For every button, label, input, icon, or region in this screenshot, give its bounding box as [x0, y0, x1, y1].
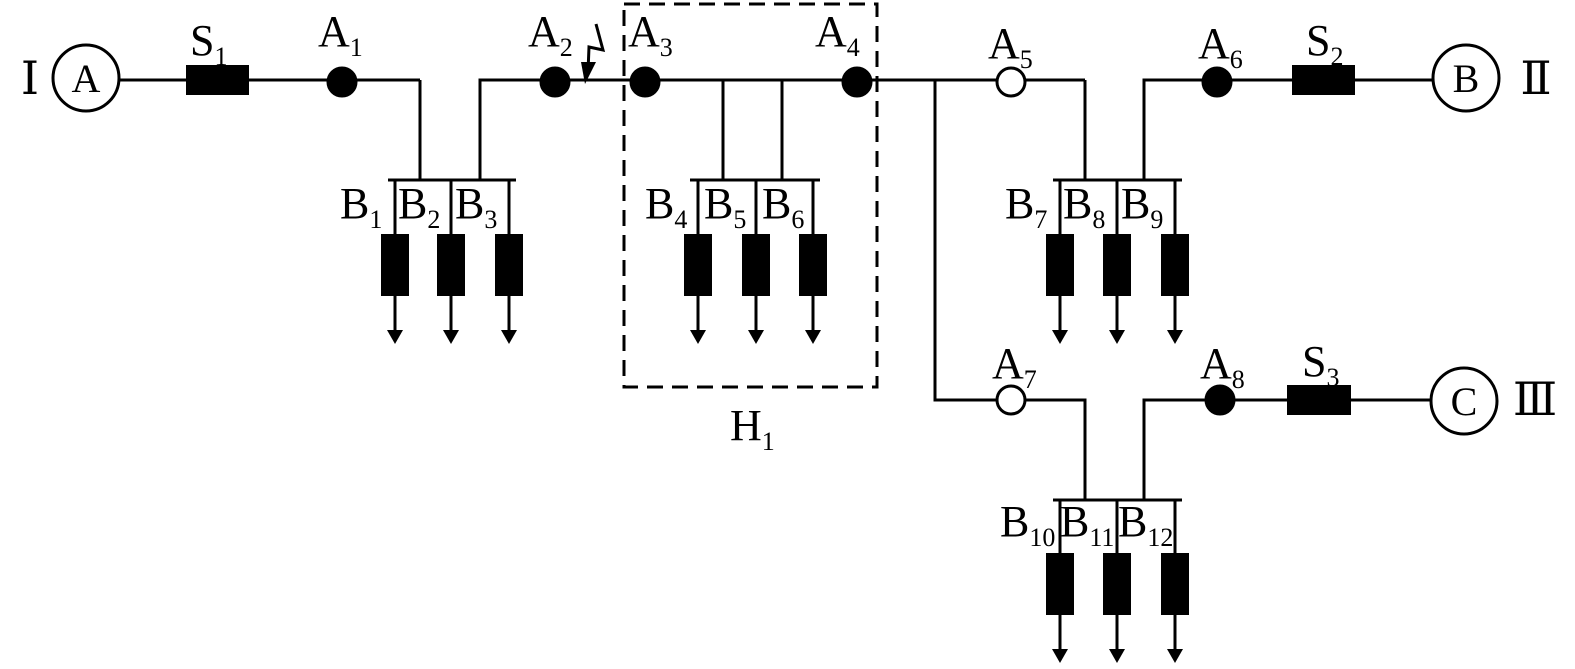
- load-b1: [381, 234, 409, 344]
- breaker-a2-closed: [539, 66, 571, 98]
- switch-label-s1: S1: [190, 16, 227, 71]
- load-group-1: [388, 178, 516, 234]
- load-group-4: [1053, 498, 1182, 553]
- load-arrow-icon: [1109, 330, 1125, 344]
- load-label-b5: B5: [704, 179, 746, 234]
- load-b3: [495, 234, 523, 344]
- roman-numeral-2: Ⅱ: [1520, 53, 1551, 104]
- switch-s1: [186, 65, 249, 95]
- breaker-a4-closed: [841, 66, 873, 98]
- loads-layer: [381, 234, 1189, 663]
- load-label-b6: B6: [762, 179, 804, 234]
- source-b-letter: B: [1453, 56, 1480, 101]
- load-arrow-icon: [1167, 330, 1183, 344]
- breakers-layer: [326, 66, 1236, 416]
- breaker-label-a6: A6: [1198, 19, 1243, 74]
- breaker-label-a1: A1: [318, 7, 363, 62]
- source-a-letter: A: [72, 56, 101, 101]
- load-arrow-icon: [690, 330, 706, 344]
- region-h1-box: [622, 2, 879, 389]
- load-label-b9: B9: [1121, 179, 1163, 234]
- breaker-a6-closed: [1201, 66, 1233, 98]
- load-arrow-icon: [1167, 649, 1183, 663]
- load-b7: [1046, 234, 1074, 344]
- load-b10: [1046, 553, 1074, 663]
- load-b5: [742, 234, 770, 344]
- switch-s3: [1287, 385, 1351, 415]
- load-label-b10: B10: [1000, 497, 1055, 552]
- fault-lightning-icon: [581, 23, 606, 84]
- load-label-b7: B7: [1005, 179, 1047, 234]
- source-c-letter: C: [1451, 379, 1478, 424]
- load-b8: [1103, 234, 1131, 344]
- load-label-b11: B11: [1060, 497, 1114, 552]
- breaker-a5-open: [995, 66, 1027, 98]
- load-b2: [437, 234, 465, 344]
- load-arrow-icon: [748, 330, 764, 344]
- load-arrow-icon: [501, 330, 517, 344]
- roman-numeral-1: Ⅰ: [21, 53, 39, 104]
- source-a: A: [51, 43, 121, 113]
- wiring: [120, 78, 1432, 500]
- load-arrow-icon: [1109, 649, 1125, 663]
- load-label-b1: B1: [340, 179, 382, 234]
- load-label-b2: B2: [398, 179, 440, 234]
- source-b: B: [1431, 43, 1501, 113]
- load-b4: [684, 234, 712, 344]
- load-arrow-icon: [1052, 330, 1068, 344]
- load-arrow-icon: [805, 330, 821, 344]
- switch-s2: [1292, 65, 1355, 95]
- load-label-b4: B4: [645, 179, 687, 234]
- breaker-label-a7: A7: [992, 339, 1037, 394]
- load-b12: [1161, 553, 1189, 663]
- breaker-label-a4: A4: [815, 7, 860, 62]
- breaker-label-a2: A2: [528, 7, 573, 62]
- load-group-2: [690, 178, 820, 234]
- load-arrow-icon: [443, 330, 459, 344]
- breaker-a3-closed: [629, 66, 661, 98]
- roman-numeral-3: Ⅲ: [1513, 374, 1557, 425]
- breaker-a8-closed: [1204, 384, 1236, 416]
- breaker-a1-closed: [326, 66, 358, 98]
- load-arrow-icon: [387, 330, 403, 344]
- load-label-b3: B3: [455, 179, 497, 234]
- breaker-label-a8: A8: [1200, 339, 1245, 394]
- load-b6: [799, 234, 827, 344]
- breaker-label-a3: A3: [628, 7, 673, 62]
- breaker-a7-open: [995, 384, 1027, 416]
- breaker-label-a5: A5: [988, 19, 1033, 74]
- load-group-3: [1053, 178, 1182, 234]
- source-c: C: [1429, 366, 1499, 436]
- region-h1-label: H1: [730, 401, 775, 456]
- load-arrow-icon: [1052, 649, 1068, 663]
- load-label-b8: B8: [1063, 179, 1105, 234]
- switch-label-s2: S2: [1306, 16, 1343, 71]
- load-b9: [1161, 234, 1189, 344]
- load-b11: [1103, 553, 1131, 663]
- switch-label-s3: S3: [1302, 337, 1339, 392]
- load-label-b12: B12: [1118, 497, 1173, 552]
